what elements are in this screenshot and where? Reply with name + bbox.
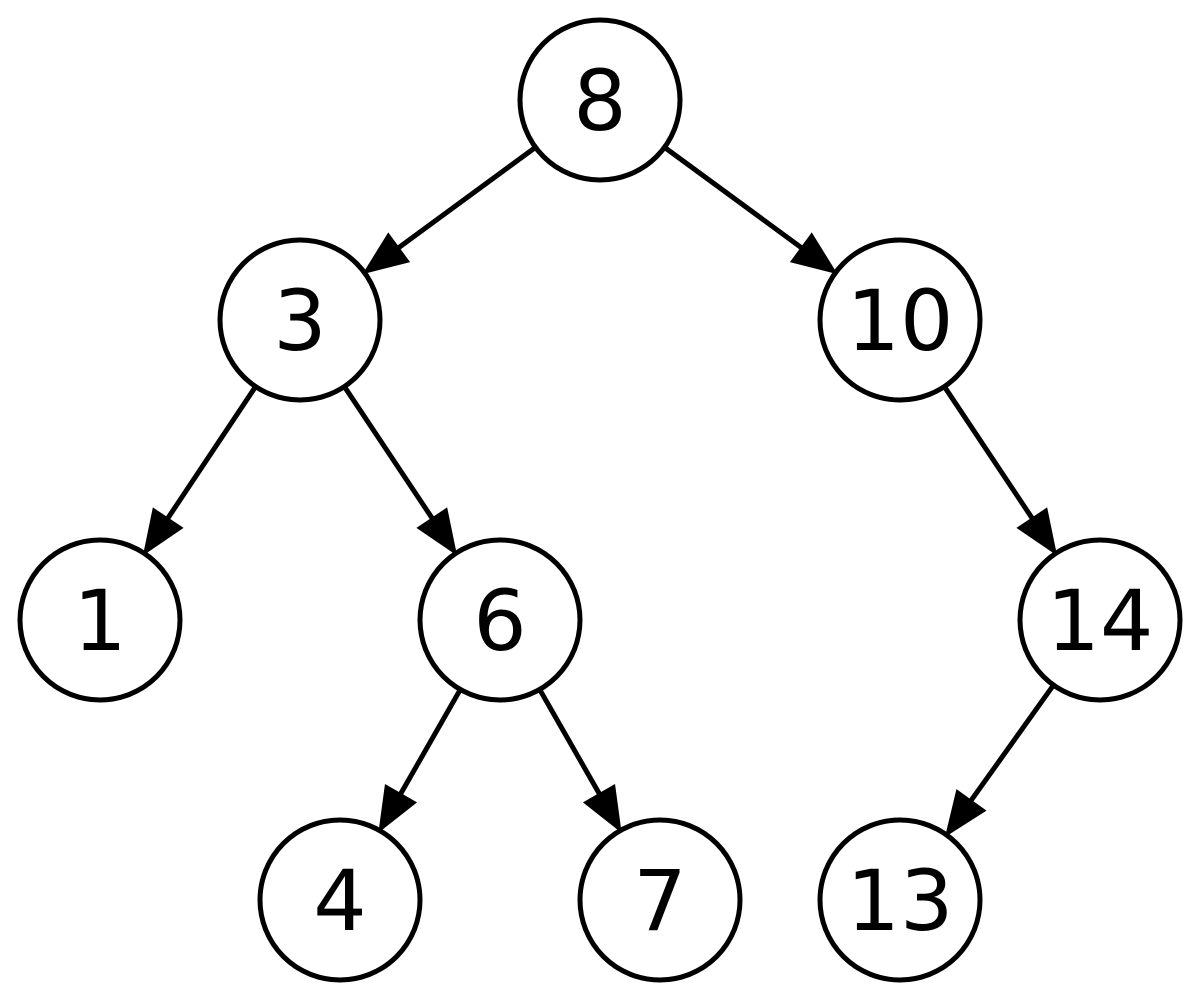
edge-n6-n4 — [378, 688, 463, 833]
node-circle — [817, 817, 983, 983]
edge-n8-n3 — [362, 145, 537, 275]
arrowhead-icon — [142, 507, 184, 556]
edge-line — [663, 145, 807, 253]
node-label: 13 — [847, 852, 954, 950]
arrowhead-icon — [789, 232, 838, 275]
edge-line — [393, 145, 537, 253]
edge-n3-n6 — [342, 385, 458, 556]
edge-n10-n14 — [942, 385, 1058, 556]
node-circle — [417, 537, 583, 703]
edge-line — [537, 688, 604, 799]
edge-line — [163, 385, 258, 524]
node-label: 7 — [633, 852, 686, 950]
arrowhead-icon — [378, 784, 418, 833]
edge-line — [966, 683, 1056, 806]
tree-node-3: 3 — [217, 237, 383, 403]
node-circle — [257, 817, 423, 983]
edge-line — [342, 385, 437, 524]
tree-node-4: 4 — [257, 817, 423, 983]
edge-n14-n13 — [944, 683, 1056, 838]
arrowhead-icon — [1016, 507, 1058, 556]
node-label: 10 — [847, 272, 954, 370]
tree-node-10: 10 — [817, 237, 983, 403]
node-label: 3 — [273, 272, 326, 370]
node-label: 6 — [473, 572, 526, 670]
arrowhead-icon — [944, 789, 987, 838]
tree-node-7: 7 — [577, 817, 743, 983]
node-circle — [1017, 537, 1183, 703]
edge-n6-n7 — [537, 688, 622, 833]
node-label: 14 — [1047, 572, 1154, 670]
edges-layer — [142, 145, 1058, 838]
node-circle — [817, 237, 983, 403]
node-circle — [517, 17, 683, 183]
node-circle — [577, 817, 743, 983]
arrowhead-icon — [362, 232, 411, 275]
edge-line — [942, 385, 1037, 524]
tree-node-13: 13 — [817, 817, 983, 983]
nodes-layer: 8 3 10 1 6 14 4 7 13 — [17, 17, 1183, 983]
node-label: 1 — [73, 572, 126, 670]
tree-node-8: 8 — [517, 17, 683, 183]
tree-node-6: 6 — [417, 537, 583, 703]
node-circle — [17, 537, 183, 703]
edge-n3-n1 — [142, 385, 258, 556]
tree-node-14: 14 — [1017, 537, 1183, 703]
edge-n8-n10 — [663, 145, 838, 275]
node-circle — [217, 237, 383, 403]
node-label: 8 — [573, 52, 626, 150]
node-label: 4 — [313, 852, 366, 950]
arrowhead-icon — [416, 507, 458, 556]
edge-line — [396, 688, 463, 799]
tree-node-1: 1 — [17, 537, 183, 703]
arrowhead-icon — [582, 784, 622, 833]
